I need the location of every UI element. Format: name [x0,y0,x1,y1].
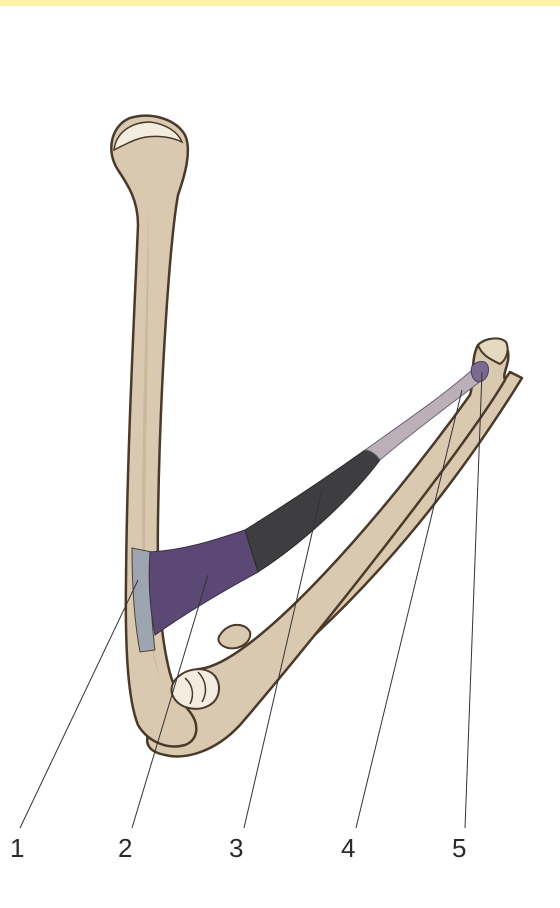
callout-3: 3 [229,835,243,861]
callout-2: 2 [118,835,132,861]
radius-head [218,625,250,648]
leader-line-1 [20,580,138,828]
callout-4: 4 [341,835,355,861]
callout-1: 1 [10,835,24,861]
callout-5: 5 [452,835,466,861]
muscle-belly-purple [149,530,258,635]
elbow-joint-cartilage [171,669,219,709]
